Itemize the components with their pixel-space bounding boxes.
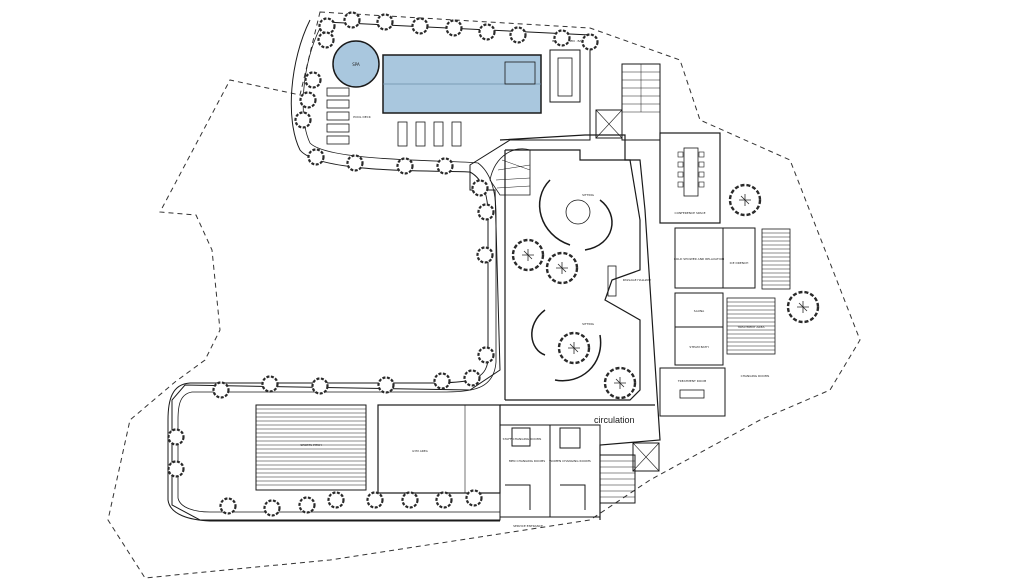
walkway-inner (177, 27, 500, 513)
bar-island (557, 57, 573, 97)
tree-small (299, 91, 317, 109)
tree-small (478, 23, 496, 41)
tree-small (366, 491, 384, 509)
passage-hallway-label: PASSAGE HALLWAY (623, 278, 652, 282)
sitting-lower-seat (531, 309, 546, 356)
conference-chairs (677, 151, 705, 188)
circulation-label: circulation (594, 415, 635, 425)
tree-small (298, 496, 316, 514)
tree-large-branches (568, 342, 580, 354)
sitting-upper-seat (539, 179, 571, 246)
tree-small (433, 372, 451, 390)
service-entrance-label: SERVICE ENTRANCE (513, 524, 543, 528)
conference-label: CONFERENCE SPACE (674, 211, 705, 215)
tree-small (317, 31, 335, 49)
tree-small (263, 499, 281, 517)
tree-small (167, 460, 185, 478)
sport-pitch-label: SPORTS PITCH (300, 443, 321, 447)
tree-small (476, 246, 494, 264)
tree-large-branches (797, 301, 809, 313)
deck-right-lower (726, 297, 776, 355)
women-changing-label: WOMEN CHANGING ROOMS (549, 459, 591, 463)
tree-small (445, 19, 463, 37)
stair-top-treads (622, 64, 660, 113)
tree-small (346, 154, 364, 172)
passage-hallway-bench (607, 265, 617, 297)
tree-small (477, 346, 495, 364)
sitting-upper-table (565, 199, 591, 225)
tree-large-branches (522, 249, 534, 261)
ice-drench-room (722, 227, 756, 289)
pool-deck-label: POOL DECK (353, 115, 371, 119)
treatment-room (659, 367, 726, 417)
tree-small (261, 375, 279, 393)
tree-large-branches (556, 262, 568, 274)
pool-step (504, 61, 536, 85)
tree-small (327, 491, 345, 509)
loungers-bottom (397, 121, 462, 147)
tree-small (294, 111, 312, 129)
tree-small (553, 29, 571, 47)
tree-small (311, 377, 329, 395)
tree-small (435, 491, 453, 509)
tree-small (465, 489, 483, 507)
main-building (499, 134, 661, 520)
tree-small (509, 26, 527, 44)
tree-small (219, 497, 237, 515)
tree-small (411, 17, 429, 35)
tree-small (304, 71, 322, 89)
tree-small (343, 11, 361, 29)
tree-small (581, 33, 599, 51)
loungers-left (326, 87, 350, 145)
spa-label: SPA (352, 62, 360, 67)
treatment-bed (679, 389, 705, 399)
tree-small (463, 369, 481, 387)
staff-changing-label: STAFF CHANGING ROOMS (503, 437, 542, 441)
spa-circle (332, 40, 380, 88)
site-boundary (107, 11, 861, 579)
ice-drench-label: ICE DRENCH (730, 261, 749, 265)
bar-counter (549, 49, 581, 103)
sitting-upper-seat-2 (584, 199, 613, 251)
spiral-stair-treads (495, 159, 531, 189)
tree-small (377, 376, 395, 394)
cold-shower-label: COLD SHOWER AND RELAXATION (674, 257, 724, 261)
lift-top (595, 109, 623, 139)
tree-small (212, 381, 230, 399)
sauna-label: SAUNA (694, 309, 705, 313)
changing-rooms-label: CHANGING ROOMS (741, 374, 770, 378)
tree-large-branches (739, 194, 751, 206)
trees (167, 11, 820, 517)
tree-small (396, 157, 414, 175)
sitting-lower-label: SITTING (582, 322, 595, 326)
tree-small (436, 157, 454, 175)
deck-right-upper (761, 228, 791, 290)
tree-small (307, 148, 325, 166)
tree-large-branches (614, 377, 626, 389)
conference-table (683, 147, 699, 197)
steam-bath-room (674, 326, 724, 366)
tree-small (318, 17, 336, 35)
treatment-area-label: TREATMENT AREA (736, 325, 765, 329)
steam-bath-label: STEAM BATH (689, 345, 708, 349)
gym-area-label: GYM AREA (412, 449, 429, 453)
tree-small (376, 13, 394, 31)
tree-small (401, 491, 419, 509)
sitting-upper-label: SITTING (582, 193, 595, 197)
tree-small (477, 203, 495, 221)
pool-deck-outline (171, 21, 591, 521)
spiral-stair (489, 148, 531, 196)
gym-area (377, 404, 501, 494)
lift-bottom (632, 442, 660, 472)
treatment-room-label: TREATMENT ROOM (677, 379, 707, 383)
sport-pitch (255, 404, 367, 491)
tree-small (167, 428, 185, 446)
tree-small (471, 179, 489, 197)
men-changing-label: MEN CHANGING ROOMS (509, 459, 545, 463)
sitting-lower-seat-2 (554, 334, 602, 382)
conference-room (659, 132, 721, 224)
